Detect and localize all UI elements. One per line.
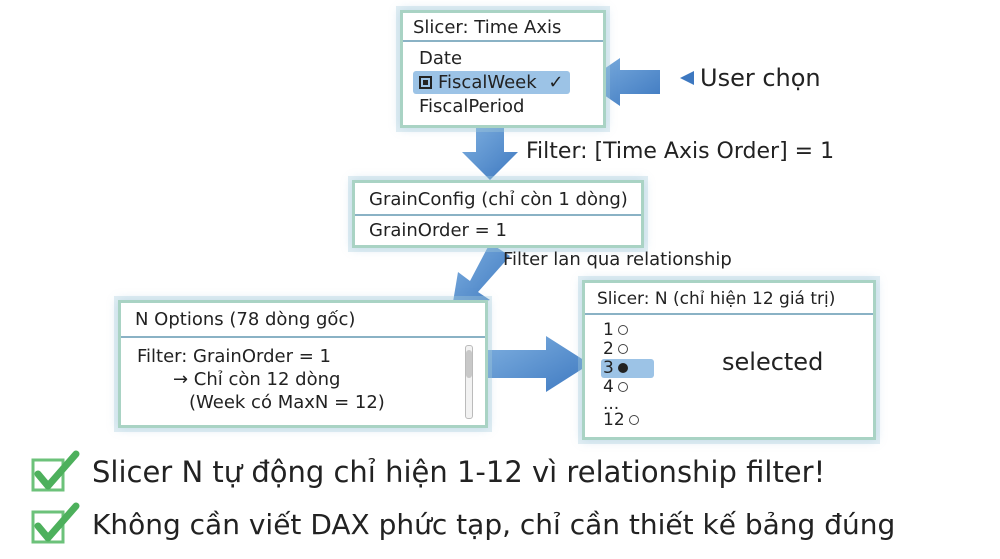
radio-icon — [617, 344, 628, 354]
arrow-down-1 — [462, 126, 518, 180]
slicer-n-item-selected[interactable]: 3 — [601, 359, 654, 378]
grain-config-title: GrainConfig (chỉ còn 1 dòng) — [355, 183, 641, 216]
checkmark-icon: ✓ — [548, 72, 564, 93]
note-2: Không cần viết DAX phức tạp, chỉ cần thi… — [92, 508, 896, 541]
checkbox-icon — [419, 76, 432, 89]
arrow-right — [486, 336, 590, 392]
slicer-item-date[interactable]: Date — [419, 48, 463, 69]
slicer-n: Slicer: N (chỉ hiện 12 giá trị) 1 2 3 4 … — [582, 280, 876, 440]
slicer-n-item[interactable]: 1 — [603, 321, 873, 340]
propagation-label: Filter lan qua relationship — [503, 249, 732, 270]
slicer-n-item[interactable]: 2 — [603, 340, 873, 359]
check-box-icon — [31, 502, 80, 544]
arrow-diagonal — [452, 243, 510, 308]
radio-selected-icon — [617, 363, 628, 373]
slicer-item-fiscalperiod[interactable]: FiscalPeriod — [419, 96, 525, 117]
radio-icon — [617, 382, 628, 392]
slicer-n-ellipsis: ... — [603, 394, 620, 414]
pointer-icon — [680, 71, 694, 85]
slicer-n-item[interactable]: 12 — [603, 411, 873, 430]
slicer-n-list: 1 2 3 4 ... 12 — [585, 315, 873, 430]
filter-label: Filter: [Time Axis Order] = 1 — [526, 139, 835, 164]
scrollbar[interactable] — [465, 345, 473, 419]
check-box-icon — [31, 450, 80, 492]
n-options-title: N Options (78 dòng gốc) — [121, 303, 485, 338]
time-axis-slicer-title: Slicer: Time Axis — [403, 13, 603, 42]
n-options-table: N Options (78 dòng gốc) Filter: GrainOrd… — [118, 300, 488, 428]
radio-icon — [617, 325, 628, 335]
grain-config-row: GrainOrder = 1 — [369, 220, 507, 241]
n-options-line-3: (Week có MaxN = 12) — [189, 392, 385, 413]
n-options-line-2: → Chỉ còn 12 dòng — [173, 369, 341, 390]
selected-label: selected — [722, 348, 824, 376]
radio-icon — [628, 415, 639, 425]
grain-config-table: GrainConfig (chỉ còn 1 dòng) GrainOrder … — [352, 180, 644, 248]
n-options-line-1: Filter: GrainOrder = 1 — [137, 346, 331, 367]
user-label: User chọn — [700, 64, 821, 92]
note-1: Slicer N tự động chỉ hiện 1-12 vì relati… — [92, 455, 826, 489]
time-axis-slicer: Slicer: Time Axis Date FiscalWeek ✓ Fisc… — [400, 10, 606, 128]
slicer-n-title: Slicer: N (chỉ hiện 12 giá trị) — [585, 283, 873, 315]
slicer-n-item[interactable]: 4 — [603, 378, 873, 397]
slicer-item-fiscalweek[interactable]: FiscalWeek ✓ — [413, 71, 570, 94]
